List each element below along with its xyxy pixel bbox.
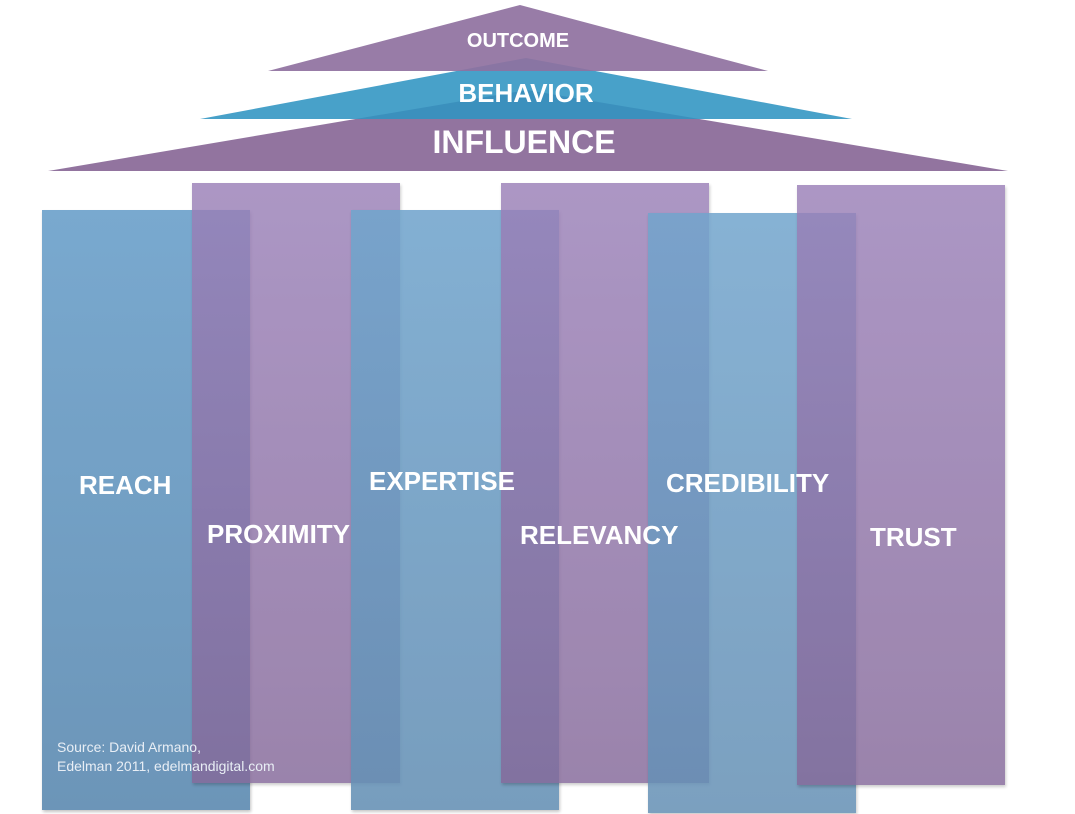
behavior-triangle (200, 58, 852, 119)
outcome-label: OUTCOME (466, 30, 570, 52)
behavior-label: BEHAVIOR (458, 78, 594, 108)
source-line-2: Edelman 2011, edelmandigital.com (57, 758, 275, 774)
pillar-trust (797, 185, 1005, 785)
source-citation: Source: David Armano, Edelman 2011, edel… (57, 738, 275, 776)
influence-label: INFLUENCE (432, 124, 616, 160)
outcome-triangle (268, 5, 768, 71)
reach-label: REACH (79, 470, 172, 500)
relevancy-label: RELEVANCY (520, 520, 679, 550)
influence-triangle (48, 90, 1008, 171)
source-line-1: Source: David Armano, (57, 739, 201, 755)
credibility-label: CREDIBILITY (666, 468, 830, 498)
proximity-label: PROXIMITY (207, 519, 351, 549)
trust-label: TRUST (870, 522, 957, 552)
expertise-label: EXPERTISE (369, 466, 515, 496)
